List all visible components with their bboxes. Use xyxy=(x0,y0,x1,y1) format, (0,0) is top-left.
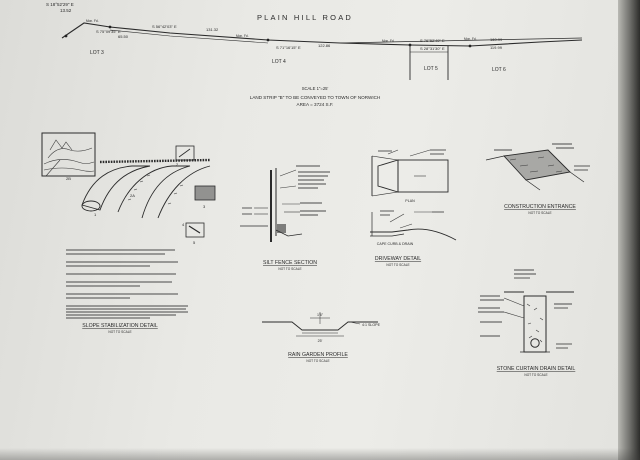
slope-stabilization-detail xyxy=(41,132,216,319)
lot-label: LOT 6 xyxy=(492,67,506,73)
paper-bottom-shadow xyxy=(0,448,640,460)
rain-garden-profile xyxy=(262,312,378,337)
driveway-scale: NOT TO SCALE xyxy=(386,263,409,267)
bearing-label: S 18°52'29" E xyxy=(46,2,74,7)
rain-garden-scale: NOT TO SCALE xyxy=(306,359,329,363)
silt-fence-scale: NOT TO SCALE xyxy=(278,267,301,271)
driveway-plan-label: PLAN xyxy=(405,199,415,203)
curtain-drain-title: STONE CURTAIN DRAIN DETAIL xyxy=(497,366,576,372)
slope-callout: 4 xyxy=(182,222,185,227)
monument-label: Mon. Fd. xyxy=(382,39,395,43)
road-title: PLAIN HILL ROAD xyxy=(257,13,353,22)
bearing-label: S 28°31'30" E xyxy=(420,46,445,51)
slope-callout: 5 xyxy=(193,240,196,245)
slope-callout: 2B xyxy=(66,176,71,181)
rain-garden-slope: 4:1 SLOPE xyxy=(362,323,381,327)
slope-detail-title: SLOPE STABILIZATION DETAIL xyxy=(82,323,158,329)
land-strip-note: LAND STRIP "B" TO BE CONVEYED TO TOWN OF… xyxy=(250,95,380,100)
stone-curtain-drain-detail xyxy=(478,269,574,353)
monument-label: Mon. Fd. xyxy=(86,19,99,23)
paper-edge-shadow xyxy=(618,0,640,460)
construction-entrance xyxy=(485,143,590,191)
driveway-title: DRIVEWAY DETAIL xyxy=(375,256,421,262)
distance-label: 65.50 xyxy=(118,34,129,39)
distance-label: 131.32 xyxy=(206,27,219,32)
silt-fence-title: SILT FENCE SECTION xyxy=(263,260,317,266)
slope-callout: 2A xyxy=(130,193,135,198)
bearing-label: S 71°16'15" E xyxy=(276,45,301,50)
lot-label: LOT 4 xyxy=(272,59,286,65)
distance-label: 119.99 xyxy=(490,45,503,50)
monument-label: Mon. Fd. xyxy=(236,34,249,38)
curtain-drain-scale: NOT TO SCALE xyxy=(524,373,547,377)
scale-label: SCALE 1"=25' xyxy=(302,86,329,91)
distance-label: 160.99 xyxy=(490,37,503,42)
rain-garden-width: 25' xyxy=(318,339,323,343)
construction-entrance-title: CONSTRUCTION ENTRANCE xyxy=(504,204,576,210)
construction-entrance-scale: NOT TO SCALE xyxy=(528,211,551,215)
distance-label: 13.52 xyxy=(60,8,72,13)
slope-callout: 3 xyxy=(203,204,206,209)
slope-callout: 2 xyxy=(176,162,179,167)
slope-detail-scale: NOT TO SCALE xyxy=(108,330,131,334)
rain-garden-depth: 1'6" xyxy=(317,313,324,317)
survey-line xyxy=(61,22,583,48)
land-strip-area: AREA = 3724 S.F. xyxy=(297,102,334,107)
driveway-curb-label: CAPE CURB & DRAIN xyxy=(377,242,414,246)
bearing-label: S 75°09'35" E xyxy=(96,29,121,34)
driveway-detail xyxy=(370,149,457,241)
bearing-label: S 76°52'49" E xyxy=(420,38,445,43)
lot-label: LOT 3 xyxy=(90,50,104,56)
lot-label: LOT 5 xyxy=(424,66,438,72)
bearing-label: S 56°42'03" E xyxy=(152,24,177,29)
distance-label: 122.86 xyxy=(318,43,331,48)
rain-garden-title: RAIN GARDEN PROFILE xyxy=(288,352,348,358)
silt-fence-section xyxy=(240,165,330,242)
lot-lines xyxy=(409,45,449,80)
monument-label: Mon. Fd. xyxy=(464,37,477,41)
slope-callout: 1 xyxy=(94,212,97,217)
